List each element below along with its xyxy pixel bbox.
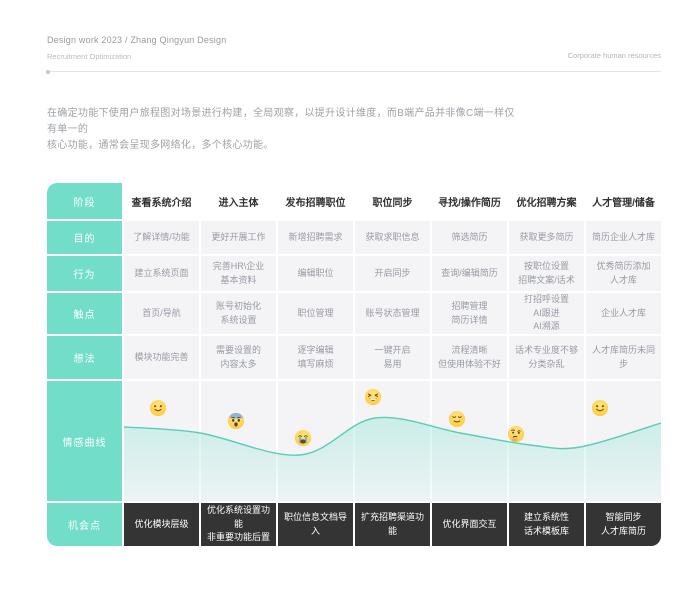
row-label-stage: 阶段 — [47, 183, 122, 219]
thought-cell: 模块功能完善 — [124, 336, 199, 379]
stage-header: 优化招聘方案 — [509, 183, 584, 219]
behavior-cell: 优秀简历添加 人才库 — [586, 256, 661, 291]
touchpoint-cell: 打招呼设置 AI跟进 AI溯源 — [509, 293, 584, 334]
stage-header: 发布招聘职位 — [278, 183, 353, 219]
opportunity-cell: 智能同步 人才库简历 — [586, 503, 661, 546]
goal-cell: 新增招聘需求 — [278, 221, 353, 254]
thought-cell: 逐字编辑 填写麻烦 — [278, 336, 353, 379]
touchpoint-cell: 账号初始化 系统设置 — [201, 293, 276, 334]
touchpoint-cell: 首页/导航 — [124, 293, 199, 334]
thought-cell: 流程清晰 但使用体验不好 — [432, 336, 507, 379]
behavior-cell: 按职位设置 招聘文案/话术 — [509, 256, 584, 291]
opportunity-cell: 优化系统设置功能 非重要功能后置 — [201, 503, 276, 546]
goal-cell: 获取求职信息 — [355, 221, 430, 254]
goal-cell: 更好开展工作 — [201, 221, 276, 254]
opportunity-cell: 优化界面交互 — [432, 503, 507, 546]
behavior-cell: 编辑职位 — [278, 256, 353, 291]
behavior-cell: 查询/编辑简历 — [432, 256, 507, 291]
page-subtitle: Recruitment Optimization — [47, 52, 132, 61]
header-right-label: Corporate human resources — [567, 51, 661, 60]
touchpoint-cell: 职位管理 — [278, 293, 353, 334]
goal-cell: 获取更多简历 — [509, 221, 584, 254]
behavior-cell: 建立系统页面 — [124, 256, 199, 291]
goal-cell: 简历企业人才库 — [586, 221, 661, 254]
thought-cell: 一键开启 易用 — [355, 336, 430, 379]
header-divider — [46, 69, 661, 74]
stage-header: 职位同步 — [355, 183, 430, 219]
goal-cell: 筛选简历 — [432, 221, 507, 254]
emotion-cell — [355, 381, 430, 501]
touchpoint-cell: 企业人才库 — [586, 293, 661, 334]
row-label-behavior: 行为 — [47, 256, 122, 291]
opportunity-cell: 扩充招聘渠道功能 — [355, 503, 430, 546]
row-label-goal: 目的 — [47, 221, 122, 254]
behavior-cell: 完善HR\企业 基本资料 — [201, 256, 276, 291]
stage-header: 进入主体 — [201, 183, 276, 219]
opportunity-cell: 建立系统性 话术模板库 — [509, 503, 584, 546]
page-title: Design work 2023 / Zhang Qingyun Design — [47, 35, 227, 45]
opportunity-cell: 优化模块层级 — [124, 503, 199, 546]
stage-header: 人才管理/储备 — [586, 183, 661, 219]
emotion-cell — [432, 381, 507, 501]
page-header: Design work 2023 / Zhang Qingyun Design … — [47, 35, 661, 61]
row-label-thought: 想法 — [47, 336, 122, 379]
behavior-cell: 开启同步 — [355, 256, 430, 291]
intro-paragraph: 在确定功能下使用户旅程图对场景进行构建，全局观察，以提升设计维度，而B端产品并非… — [47, 108, 515, 152]
touchpoint-cell: 招聘管理 简历详情 — [432, 293, 507, 334]
goal-cell: 了解详情/功能 — [124, 221, 199, 254]
opportunity-cell: 职位信息文档导入 — [278, 503, 353, 546]
thought-cell: 需要设置的 内容太多 — [201, 336, 276, 379]
touchpoint-cell: 账号状态管理 — [355, 293, 430, 334]
emotion-cell — [278, 381, 353, 501]
row-label-opportunity: 机会点 — [47, 503, 122, 546]
emotion-cell — [509, 381, 584, 501]
thought-cell: 话术专业度不够 分类杂乱 — [509, 336, 584, 379]
row-label-touchpoint: 触点 — [47, 293, 122, 334]
stage-header: 查看系统介绍 — [124, 183, 199, 219]
journey-table: 阶段 查看系统介绍 进入主体 发布招聘职位 职位同步 寻找/操作简历 优化招聘方… — [47, 183, 661, 546]
emotion-cell — [586, 381, 661, 501]
emotion-cell — [124, 381, 199, 501]
emotion-cell — [201, 381, 276, 501]
thought-cell: 人才库简历未同步 — [586, 336, 661, 379]
stage-header: 寻找/操作简历 — [432, 183, 507, 219]
row-label-emotion: 情感曲线 — [47, 381, 122, 501]
